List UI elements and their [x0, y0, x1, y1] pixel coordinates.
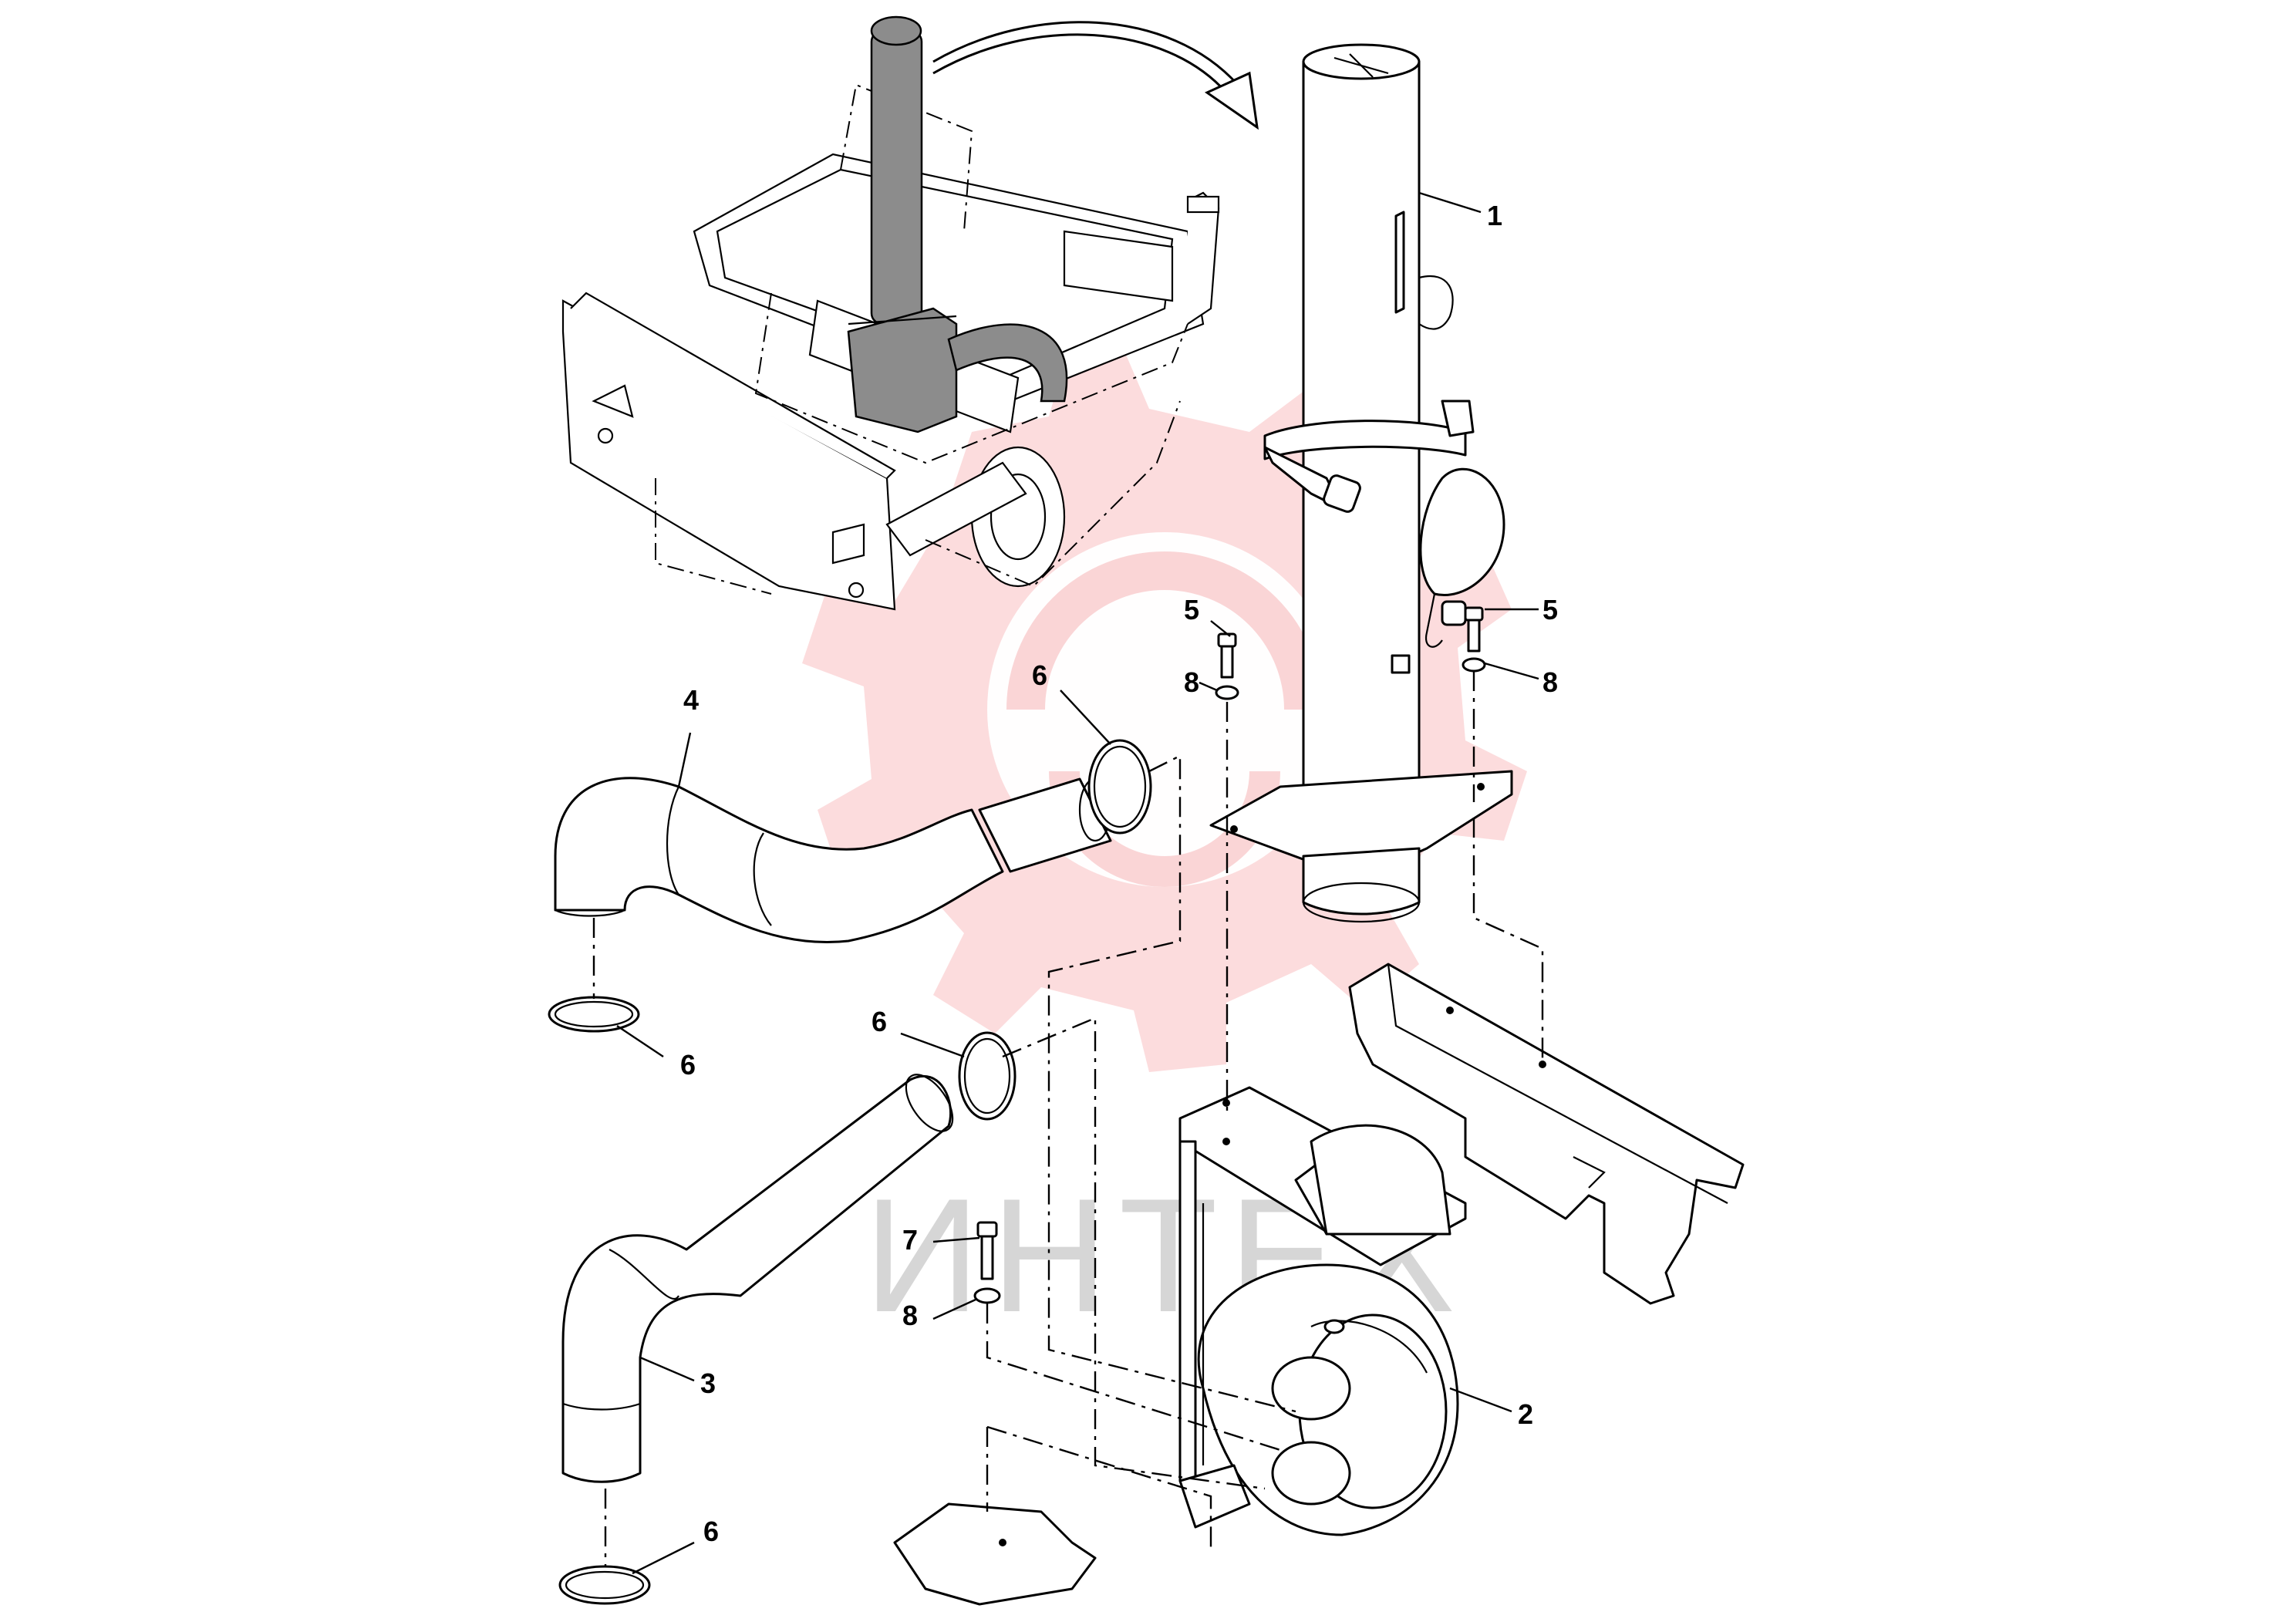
- callout-8-right: 8: [1542, 666, 1558, 698]
- assembly-lines: [592, 671, 1544, 1566]
- callout-6-left: 6: [680, 1049, 696, 1081]
- part-2-blower-housing: [1178, 1086, 1467, 1536]
- callout-5-right: 5: [1542, 594, 1558, 626]
- leader-lines: [616, 191, 1539, 1575]
- part-3-lower-duct: [561, 1074, 954, 1483]
- part-1-exhaust-stack: [1209, 43, 1513, 923]
- callout-6-middle: 6: [872, 1006, 887, 1037]
- stack-inset-icon: [870, 29, 923, 325]
- callout-2: 2: [1518, 1398, 1533, 1430]
- callout-labels: 1 2 3 4 5 5 6 6 6 6 7 8 8 8: [680, 200, 1558, 1547]
- callout-1: 1: [1487, 200, 1502, 231]
- frame-support-bracket: [1348, 963, 1745, 1305]
- callout-7: 7: [902, 1224, 918, 1256]
- chassis-frame-assembly: [561, 15, 1220, 611]
- callout-6-bottom: 6: [703, 1516, 719, 1547]
- callout-4: 4: [683, 684, 699, 716]
- mounting-plate: [893, 1502, 1097, 1606]
- callout-8-bottom: 8: [902, 1300, 918, 1331]
- part-4-upper-duct: [554, 777, 1112, 944]
- bolt-and-washer-icons: [973, 606, 1486, 1304]
- callout-6-upper: 6: [1032, 659, 1047, 691]
- curved-arrow-icon: [932, 21, 1259, 130]
- callout-5-left: 5: [1184, 594, 1199, 626]
- hose-clamp-icon: [548, 739, 1152, 1605]
- callout-3: 3: [700, 1367, 716, 1399]
- callout-8-left: 8: [1184, 666, 1199, 698]
